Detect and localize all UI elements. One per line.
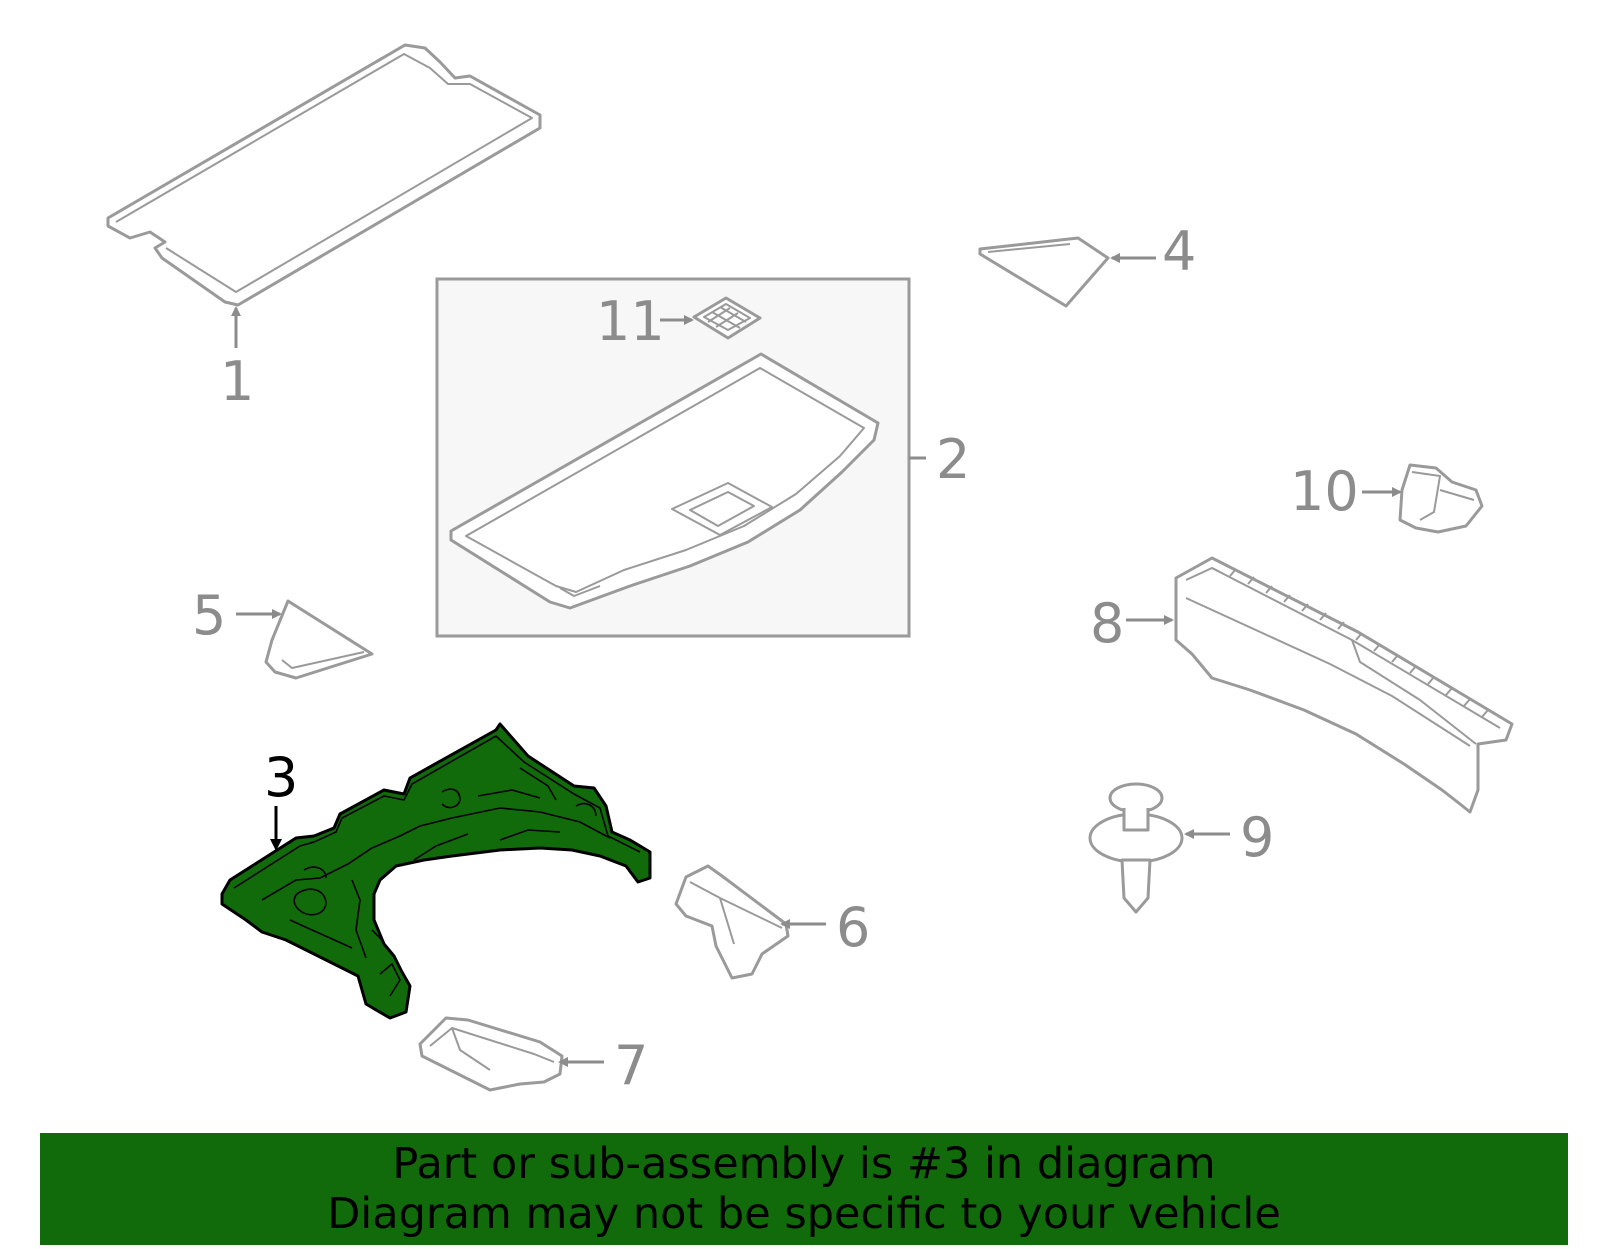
- callout-10-label: 10: [1290, 460, 1359, 523]
- part-9-push-clip: [1088, 782, 1184, 914]
- part-2-shelf: [449, 352, 880, 610]
- part-8-sill: [1174, 556, 1514, 814]
- callout-6-label: 6: [836, 896, 870, 959]
- callout-4-label: 4: [1162, 220, 1196, 283]
- part-4-trim: [978, 236, 1110, 308]
- part-3-tray-highlighted[interactable]: [220, 722, 652, 1020]
- callout-2-label: 2: [936, 428, 970, 491]
- callout-11-label: 11: [596, 290, 665, 353]
- callout-3-label: 3: [264, 746, 298, 809]
- banner-line-2: Diagram may not be specific to your vehi…: [327, 1189, 1281, 1239]
- callout-1-label: 1: [220, 350, 254, 413]
- part-5-trim: [264, 599, 374, 680]
- part-6-bracket: [674, 864, 790, 980]
- info-banner: Part or sub-assembly is #3 in diagram Di…: [40, 1133, 1568, 1245]
- part-7-bracket: [418, 1016, 564, 1092]
- callout-9-label: 9: [1240, 806, 1274, 869]
- callout-7-label: 7: [614, 1034, 648, 1097]
- part-1-panel: [106, 43, 542, 307]
- banner-line-1: Part or sub-assembly is #3 in diagram: [392, 1139, 1216, 1189]
- callout-8-label: 8: [1090, 592, 1124, 655]
- part-10-clip: [1398, 463, 1484, 534]
- callout-5-label: 5: [192, 584, 226, 647]
- part-11-clip: [692, 296, 762, 340]
